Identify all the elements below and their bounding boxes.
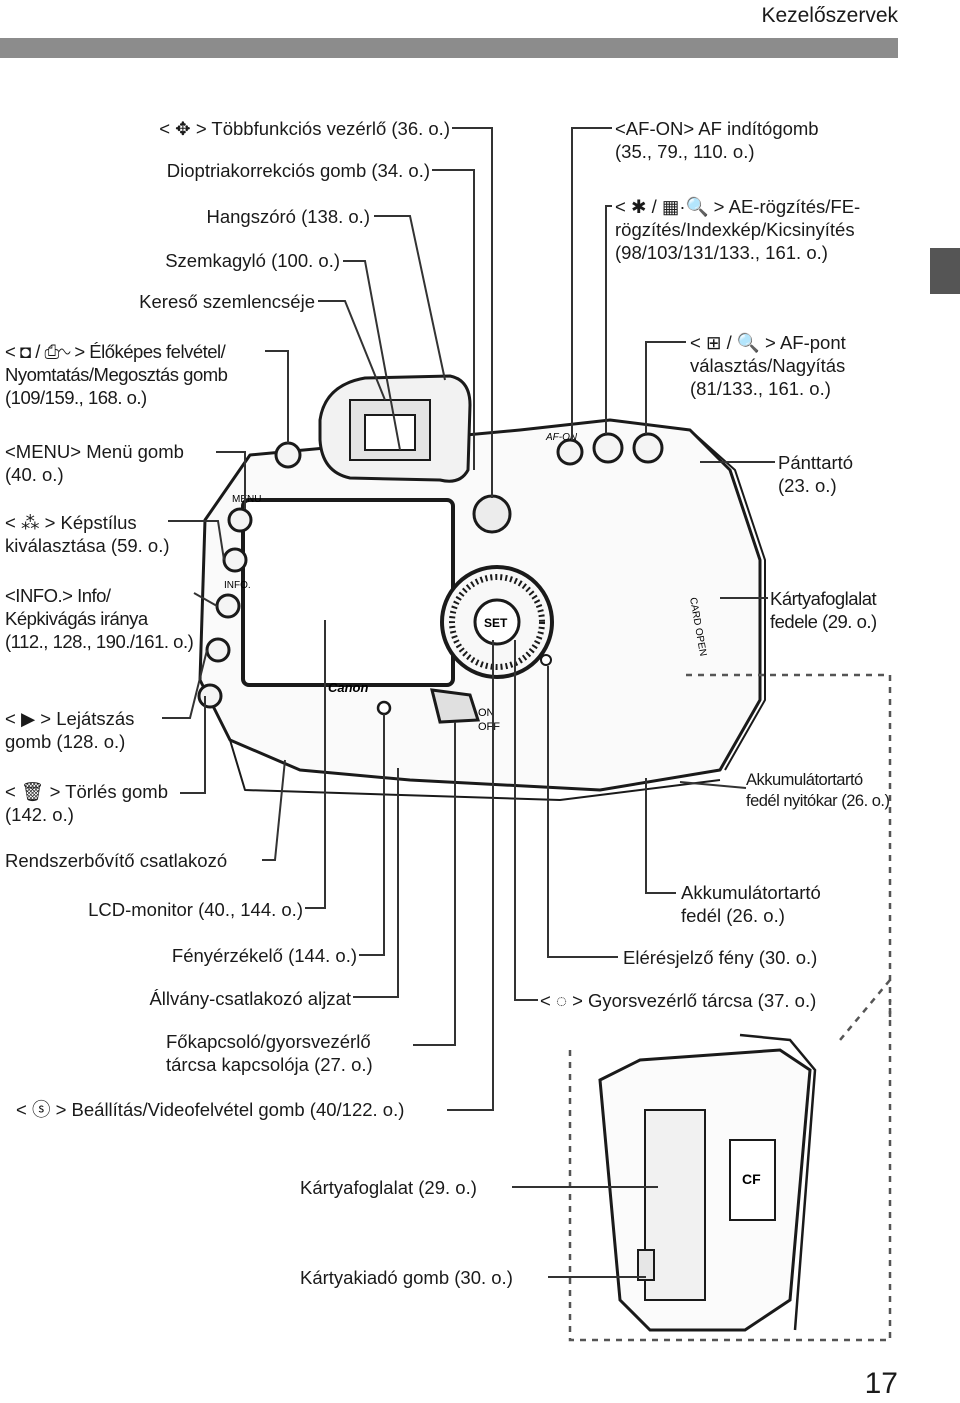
switch-on-label: ON [478, 707, 495, 719]
label-tripod: Állvány-csatlakozó aljzat [149, 988, 351, 1009]
label-card-slot: Kártyafoglalat (29. o.) [300, 1177, 477, 1198]
label-liveview: < ◘ / ⎙∿ > Élőképes felvétel/ Nyomtatás/… [5, 341, 228, 408]
label-af-point: < ⊞ / 🔍 > AF-pont választás/Nagyítás (81… [690, 332, 846, 399]
eyecup [318, 374, 472, 483]
label-card-cover: Kártyafoglalat fedele (29. o.) [770, 588, 877, 632]
label-info: <INFO.> Info/ Képkivágás iránya (112., 1… [5, 585, 194, 652]
info-button-label: INFO. [224, 580, 251, 591]
label-eyecup: Szemkagyló (100. o.) [165, 250, 340, 271]
inset-frame [568, 673, 892, 1342]
section-tab [930, 248, 960, 294]
brand-logo: Canon [328, 680, 369, 695]
label-system-extension: Rendszerbővítő csatlakozó [5, 850, 228, 871]
leader-lines [162, 127, 775, 1278]
top-right-buttons [556, 432, 664, 466]
set-button-label: SET [484, 616, 508, 630]
label-lcd: LCD-monitor (40., 144. o.) [88, 899, 303, 920]
label-menu: <MENU> Menü gomb (40. o.) [5, 441, 184, 485]
label-picture-style: < ⁂ > Képstílus kiválasztása (59. o.) [5, 512, 170, 556]
power-switch [430, 688, 481, 724]
cf-mark: CF [742, 1171, 761, 1187]
label-multi-controller: < ✥ > Többfunkciós vezérlő (36. o.) [159, 118, 450, 139]
label-af-on: <AF-ON> AF indítógomb (35., 79., 110. o.… [615, 118, 819, 162]
label-speaker: Hangszóró (138. o.) [206, 206, 370, 227]
multi-controller [472, 494, 512, 534]
light-sensor [376, 700, 392, 716]
section-title: Kezelőszervek [761, 4, 898, 27]
access-lamp [540, 654, 552, 666]
lcd-monitor [241, 498, 455, 687]
label-playback: < ▶ > Lejátszás gomb (128. o.) [5, 708, 135, 752]
label-eyepiece: Kereső szemlencséje [139, 291, 315, 312]
label-light-sensor: Fényérzékelő (144. o.) [171, 945, 357, 966]
label-quick-dial: < ◌ > Gyorsvezérlő tárcsa (37. o.) [540, 990, 817, 1011]
switch-off-label: OFF [478, 721, 500, 733]
menu-button-label: MENU [232, 494, 261, 505]
afon-button-label: AF-ON [545, 432, 578, 443]
quick-control-dial [440, 565, 554, 679]
label-power-switch: Főkapcsoló/gyorsvezérlő tárcsa kapcsolój… [166, 1031, 373, 1075]
label-card-eject: Kártyakiadó gomb (30. o.) [300, 1267, 513, 1288]
card-slot-inset [598, 1033, 817, 1332]
label-erase: < 🗑 > Törlés gomb (142. o.) [5, 781, 168, 825]
label-strap: Pánttartó (23. o.) [778, 452, 854, 496]
label-battery-cover: Akkumulátortartó fedél (26. o.) [681, 882, 821, 926]
label-battery-lever: Akkumulátortartó fedél nyitókar (26. o.) [746, 771, 890, 810]
page-number: 17 [864, 1367, 898, 1400]
header-bar [0, 38, 898, 58]
label-access-lamp: Elérésjelző fény (30. o.) [623, 947, 818, 968]
label-ae-lock: < ✱ / ▦·🔍 > AE-rögzítés/FE- rögzítés/Ind… [615, 196, 861, 263]
label-dioptric: Dioptriakorrekciós gomb (34. o.) [166, 160, 430, 181]
label-set-button: < ⓢ > Beállítás/Videofelvétel gomb (40/1… [16, 1099, 405, 1120]
